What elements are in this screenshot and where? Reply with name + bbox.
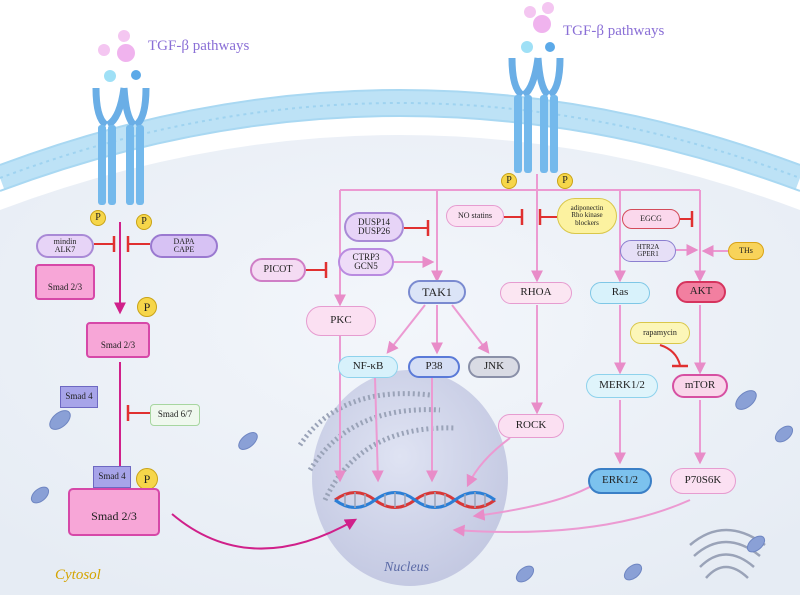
tak1-node: TAK1 xyxy=(408,280,466,304)
left-pathway-title: TGF-β pathways xyxy=(148,38,250,54)
dna-helix xyxy=(334,491,496,509)
jnk-node: JNK xyxy=(468,356,520,378)
merk-node: MERK1/2 xyxy=(586,374,658,398)
smad4-node: Smad 4 xyxy=(60,386,98,408)
smad23-receptor-node: Smad 2/3 xyxy=(35,264,95,300)
mitochondria xyxy=(30,390,794,583)
phospho-badge: P xyxy=(557,173,573,189)
nfkb-node: NF-κB xyxy=(338,356,398,378)
phospho-badge: P xyxy=(501,173,517,189)
ths-node: THs xyxy=(728,242,764,260)
mtor-node: mTOR xyxy=(672,374,728,398)
smad4-complex-node: Smad 4 xyxy=(93,466,131,488)
rock-node: ROCK xyxy=(498,414,564,438)
nucleus-body xyxy=(312,370,508,586)
smad23-phospho-node: Smad 2/3 xyxy=(86,322,150,358)
phospho-badge: P xyxy=(90,210,106,226)
cytosol-label: Cytosol xyxy=(55,567,101,583)
phospho-badge: P xyxy=(136,468,158,490)
endoplasmic-reticulum xyxy=(297,391,456,502)
ras-node: Ras xyxy=(590,282,650,304)
pkc-node: PKC xyxy=(306,306,376,336)
no-statins-node: NO statins xyxy=(446,205,504,227)
right-inhibitions xyxy=(306,209,694,368)
picot-node: PICOT xyxy=(250,258,306,282)
smad67-node: Smad 6/7 xyxy=(150,404,200,426)
rhoa-node: RHOA xyxy=(500,282,572,304)
egcg-node: EGCG xyxy=(622,209,680,229)
akt-node: AKT xyxy=(676,281,726,303)
phospho-badge: P xyxy=(137,297,157,317)
right-pathway-connectors xyxy=(334,174,728,537)
left-pathway-connectors xyxy=(94,222,358,550)
p38-node: P38 xyxy=(408,356,460,378)
nucleus-label: Nucleus xyxy=(384,560,430,575)
rapamycin-node: rapamycin xyxy=(630,322,690,344)
phospho-badge: P xyxy=(136,214,152,230)
right-pathway-title: TGF-β pathways xyxy=(563,23,665,39)
erk-node: ERK1/2 xyxy=(588,468,652,494)
smad23-complex-node: Smad 2/3 xyxy=(68,488,160,536)
left-receptor xyxy=(92,30,150,205)
p70s6k-node: P70S6K xyxy=(670,468,736,494)
right-receptor xyxy=(508,2,564,173)
